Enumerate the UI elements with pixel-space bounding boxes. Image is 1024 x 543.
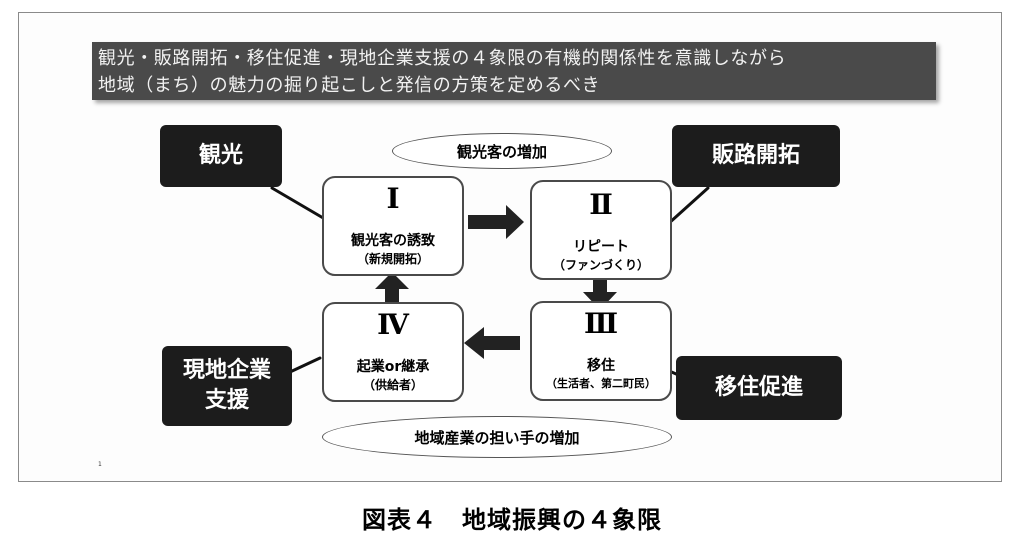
oval-workforce-increase: 地域産業の担い手の増加 — [322, 416, 672, 458]
quadrant-3-number: Ⅲ — [583, 307, 619, 340]
callout-local-label: 現地企業 支援 — [183, 356, 271, 415]
figure-caption: 図表４ 地域振興の４象限 — [362, 506, 662, 534]
arrow-q3-to-q4 — [464, 327, 520, 359]
slide-number: 1 — [98, 461, 102, 468]
quadrant-2-number: Ⅱ — [589, 188, 613, 221]
quadrant-4-number: Ⅳ — [377, 308, 409, 341]
callout-sales-label: 販路開拓 — [711, 143, 800, 169]
callout-sales: 販路開拓 — [672, 125, 840, 187]
quadrant-1-subtitle: （新規開拓） — [356, 252, 429, 266]
oval-tourists-increase: 観光客の増加 — [392, 133, 612, 169]
banner-line-1: 観光・販路開拓・移住促進・現地企業支援の４象限の有機的関係性を意識しながら — [98, 48, 787, 69]
callout-local-business: 現地企業 支援 — [162, 346, 292, 426]
tourism-pointer — [270, 186, 332, 224]
quadrant-2-title: リピート — [573, 239, 629, 255]
callout-tourism-label: 観光 — [198, 143, 243, 169]
quadrant-1-title: 観光客の誘致 — [351, 233, 435, 249]
quadrant-3-subtitle: （生活者、第二町民） — [546, 377, 656, 390]
arrow-q2-to-q3 — [583, 278, 617, 310]
quadrant-3-title: 移住 — [587, 358, 615, 374]
oval-bottom-label: 地域産業の担い手の増加 — [414, 428, 580, 447]
arrow-q1-to-q2 — [468, 205, 524, 239]
quadrant-4-title: 起業or継承 — [356, 359, 430, 375]
quadrant-3: Ⅲ 移住 （生活者、第二町民） — [530, 301, 672, 401]
callout-local-line1: 現地企業 — [182, 358, 271, 384]
local-pointer — [288, 356, 322, 374]
quadrant-1: Ⅰ 観光客の誘致 （新規開拓） — [322, 176, 464, 276]
oval-top-label: 観光客の増加 — [456, 142, 547, 161]
callout-local-line2: 支援 — [204, 388, 249, 413]
quadrant-2-subtitle: （ファンづくり） — [552, 258, 649, 272]
callout-migration: 移住促進 — [676, 356, 842, 420]
quadrant-4: Ⅳ 起業or継承 （供給者） — [322, 302, 464, 402]
quadrant-4-subtitle: （供給者） — [362, 378, 423, 392]
sales-pointer — [666, 186, 710, 226]
header-banner: 観光・販路開拓・移住促進・現地企業支援の４象限の有機的関係性を意識しながら 地域… — [92, 42, 936, 100]
banner-line-2: 地域（まち）の魅力の掘り起こしと発信の方策を定めるべき — [98, 75, 601, 96]
arrow-q4-to-q1 — [375, 272, 409, 304]
callout-migration-label: 移住促進 — [714, 375, 803, 401]
quadrant-1-number: Ⅰ — [386, 182, 400, 215]
quadrant-2: Ⅱ リピート （ファンづくり） — [530, 180, 672, 280]
callout-tourism: 観光 — [160, 125, 282, 187]
